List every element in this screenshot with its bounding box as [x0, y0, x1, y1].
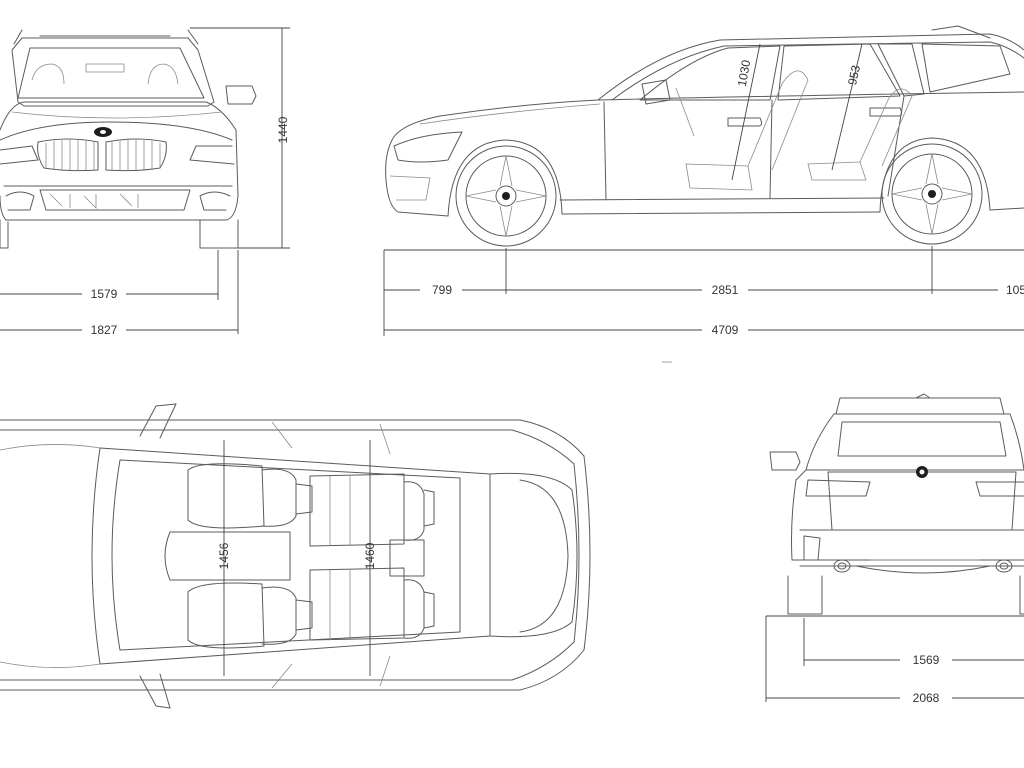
front-track-label: 1579	[91, 287, 118, 301]
side-wheel-logos	[502, 190, 936, 200]
front-track-dimension: 1579	[0, 250, 219, 301]
rear-overhang-label: 105	[1006, 283, 1024, 297]
front-brand-logo	[94, 127, 112, 137]
front-width-dimension: 1827	[0, 250, 239, 337]
length-dimension: 4709	[384, 323, 1024, 337]
rear-shoulder-dimension: 1460	[363, 440, 377, 676]
top-view-car	[0, 403, 591, 709]
side-overhang-wheelbase-dimension: 799 2851 105	[383, 246, 1024, 336]
front-width-label: 1827	[91, 323, 118, 337]
front-shoulder-dimension: 1456	[217, 440, 231, 676]
front-view-car	[0, 29, 257, 249]
rear-headroom-label: 953	[845, 64, 863, 87]
rear-shoulder-label: 1460	[363, 542, 377, 569]
rear-headroom-dimension: 953	[831, 43, 863, 171]
rear-width-dimension: 2068	[765, 615, 1024, 705]
side-view-car	[385, 25, 1024, 247]
rear-brand-logo	[916, 466, 928, 478]
rear-width-label: 2068	[913, 691, 940, 705]
front-headroom-label: 1030	[735, 59, 753, 88]
front-shoulder-label: 1456	[217, 542, 231, 569]
front-headroom-dimension: 1030	[731, 43, 761, 181]
rear-track-dimension: 1569	[803, 618, 1024, 667]
rear-track-label: 1569	[913, 653, 940, 667]
front-overhang-label: 799	[432, 283, 452, 297]
wheelbase-label: 2851	[712, 283, 739, 297]
rear-view-car	[769, 393, 1024, 615]
front-height-dimension: 1440	[190, 27, 290, 249]
front-height-label: 1440	[276, 116, 290, 143]
length-label: 4709	[712, 323, 739, 337]
